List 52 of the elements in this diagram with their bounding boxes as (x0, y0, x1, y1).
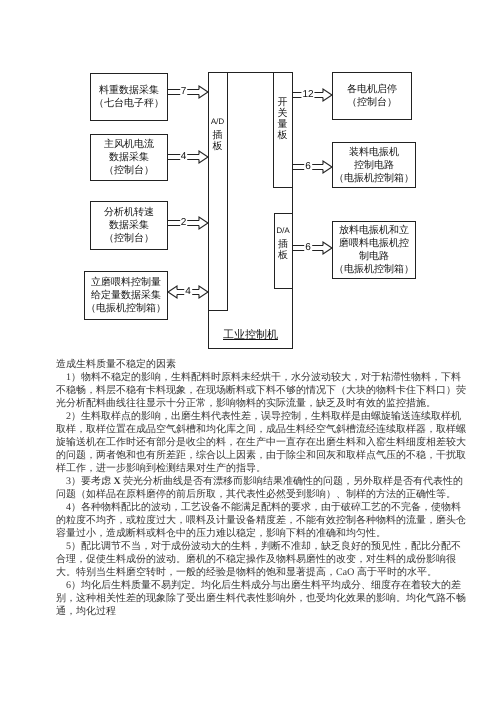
board-label: A/D (210, 116, 224, 126)
module-box (90, 134, 168, 181)
box-label: （控制台） (104, 232, 154, 245)
section-heading: 造成生料质量不稳定的因素 (56, 358, 177, 371)
board-label: D/A (276, 226, 290, 234)
double-arrow (292, 241, 333, 255)
box-label: 立磨喂料控制量给定量数据采集 (90, 276, 162, 302)
paragraph: 5）配比调节不当，对于成份波动大的生料，判断不准却，缺乏良好的预见性，配比分配不合理，促使生料成份的波动。磨机的不稳定操作及物料易磨性的改变，对生料的成份影响很大。特别当生料磨空转时，一般的经验是物料的饱和显著提高，CaO 高于平时的水平。 (56, 540, 462, 579)
paragraph: 6）均化后生料质量不易判定。均化后生料成分与出磨生料平均成分、细度存在着较大的差别，这种相关性差的现象除了受出磨生料代表性影响外，也受均化效果的影响。均化气路不畅通，均化过程 (56, 579, 466, 618)
edge-label: 6 (304, 162, 312, 172)
edge-label: 12 (301, 90, 315, 100)
double-arrow (292, 88, 333, 102)
edge-label: 4 (184, 287, 192, 297)
board-strip (208, 72, 228, 310)
box-label: （电振机控制箱） (334, 172, 414, 184)
edge-label: 6 (304, 243, 312, 253)
paragraph: 4）各种物料配比的波动，工艺设备不能满足配料的要求，由于破碎工艺的不完备，使物料的粒度不均齐，或粒度过大，喂料及计量设备精度差，不能有效控制各种物料的流量，磨头仓容量过小，造成断料或料仓中的压力难以稳定，影响下料的准确和均匀性。 (56, 501, 466, 540)
box-label: 装料电振机控制电路 (348, 146, 400, 172)
module-box (332, 221, 416, 279)
module-box (90, 201, 168, 250)
box-label: （电振机控制箱） (334, 263, 414, 276)
box-label: （控制台） (104, 164, 154, 177)
edge-label: 4 (180, 152, 188, 162)
double-arrow (292, 160, 333, 174)
board-strip (272, 72, 292, 188)
double-arrow (167, 285, 209, 299)
box-label: 各电机启停 (346, 83, 398, 96)
edge-label: 7 (180, 87, 188, 97)
paragraph: 1）物料不稳定的影响，生料配料时原料未经烘干，水分波动较大，对于粘滞性物料，下料不稳畅，料层不稳有卡料现象，在现场断料或下料不够的情况下（大块的物料卡住下料口）荧光分析配料曲线往往显示十分正常，影响物料的实际流量，缺乏及时有效的监控措施。 (56, 371, 466, 410)
board-label: 开关量板 (278, 96, 288, 140)
paragraph: 3）要考虑 X 荧光分析曲线是否有漂移而影响结果准确性的问题，另外取样是否有代表性的问题（如样品在原料磨停的前后所取，其代表性必然受到影响）、制样的方法的正确性等。 (56, 475, 464, 501)
box-label: （电振机控制箱） (86, 302, 166, 315)
paragraph: 2）生料取样点的影响，出磨生料代表性差，误导控制，生料取样是由螺旋输送连续取样机取样，取样位置在成品空气斜槽和均化库之间，成品生料经空气斜槽流经连续取样器，取样螺旋输送机在工作时还有部分是收尘的料，在生产中一直存在出磨生料和入窑生料细度相差较大的问题，两者饱和也有所差距，综合以上因素，由于除尘和回灰和取样点气压的不稳，干扰取样工作，进一步影响到检测结果对生产的指导。 (56, 410, 466, 475)
controller-box (208, 72, 293, 349)
box-label: 分析机转速数据采集 (103, 206, 155, 232)
box-title: 工业控制机 (223, 328, 278, 341)
board-strip (274, 212, 292, 288)
edge-label: 2 (180, 218, 188, 228)
double-arrow (167, 85, 209, 99)
module-box (332, 142, 416, 188)
board-label: 插板 (212, 130, 222, 152)
module-box (84, 271, 168, 320)
double-arrow (167, 150, 209, 164)
box-label: 主风机电流数据采集 (103, 138, 155, 164)
box-label: 料重数据采集 (98, 84, 160, 97)
box-label: （七台电子秤） (94, 97, 164, 110)
box-label: （控制台） (347, 96, 397, 109)
box-label: 放料电振机和立磨喂料电振机控制电路 (338, 224, 410, 263)
double-arrow (167, 216, 209, 230)
module-box (332, 72, 412, 120)
module-box (90, 73, 168, 121)
board-label: 插板 (278, 238, 288, 260)
